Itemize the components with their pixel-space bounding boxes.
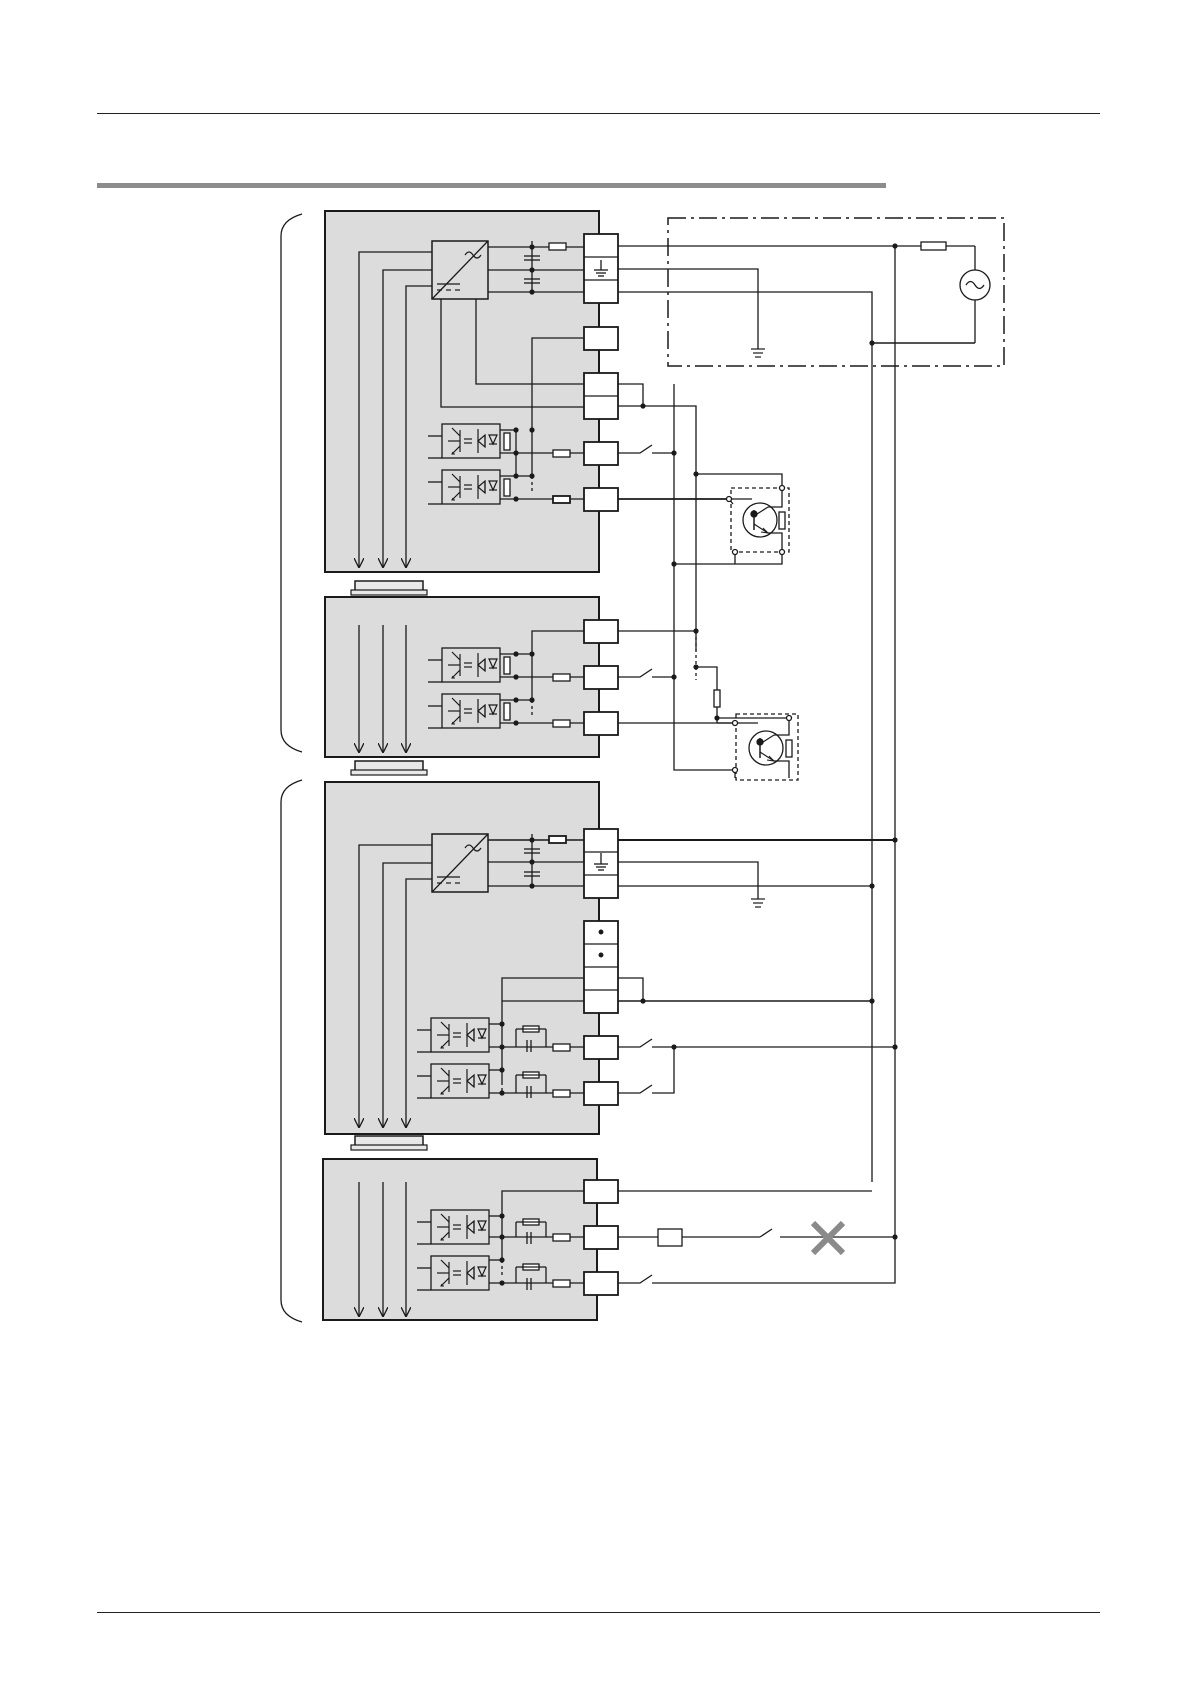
prohibited-connection-mark <box>813 1223 843 1253</box>
module-3 <box>325 782 599 1134</box>
group-brace-2 <box>281 780 302 1322</box>
load-device <box>658 1229 682 1246</box>
group-brace-1 <box>281 214 302 752</box>
module-1 <box>325 211 599 572</box>
